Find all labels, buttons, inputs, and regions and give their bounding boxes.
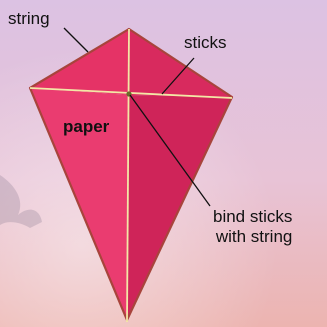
bind-label-line-1: bind sticks bbox=[213, 207, 292, 227]
string-label: string bbox=[8, 10, 50, 27]
bind-label-line-2: with string bbox=[213, 227, 292, 247]
paper-label: paper bbox=[63, 118, 109, 135]
bind-sticks-label: bind sticks with string bbox=[213, 207, 292, 247]
sticks-label: sticks bbox=[184, 34, 227, 51]
